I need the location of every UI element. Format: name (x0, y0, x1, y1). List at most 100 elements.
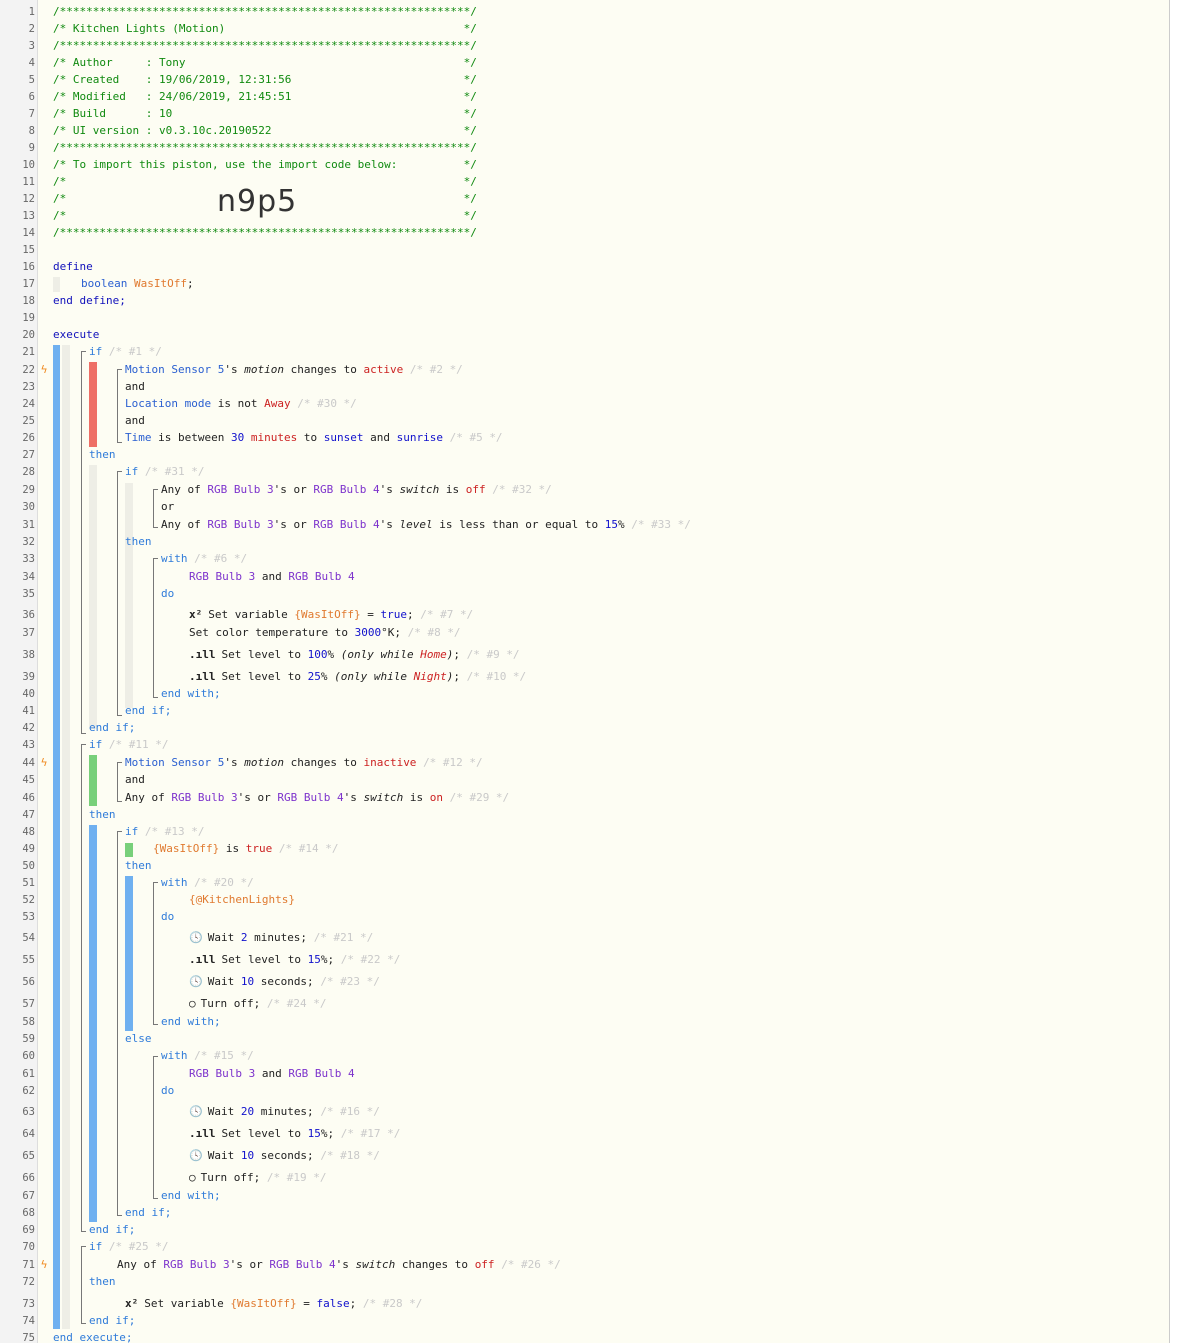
end-with-keyword[interactable]: end with; (161, 687, 221, 700)
device-list[interactable]: RGB Bulb 3 and RGB Bulb 4 (189, 1067, 355, 1080)
line-number: 74 (22, 1315, 35, 1327)
line-number: 44 (22, 757, 35, 769)
line-number: 38 (22, 649, 35, 661)
line-number: 14 (22, 227, 35, 239)
line-number: 61 (22, 1068, 35, 1080)
condition-motion-inactive[interactable]: Motion Sensor 5's motion changes to inac… (125, 756, 483, 769)
line-number: 72 (22, 1276, 35, 1288)
variable-declaration[interactable]: boolean WasItOff; (81, 277, 194, 290)
line-number: 57 (22, 998, 35, 1010)
end-if-keyword[interactable]: end if; (89, 1223, 136, 1236)
wait-task[interactable]: 🕓Wait 10 seconds; /* #23 */ (189, 975, 380, 988)
line-number: 35 (22, 588, 35, 600)
line-number: 28 (22, 466, 35, 478)
then-keyword[interactable]: then (89, 808, 116, 821)
end-if-keyword[interactable]: end if; (89, 721, 136, 734)
power-icon: ○ (189, 1171, 196, 1184)
line-number: 10 (22, 159, 35, 171)
wait-task[interactable]: 🕓Wait 2 minutes; /* #21 */ (189, 931, 374, 944)
wait-task[interactable]: 🕓Wait 10 seconds; /* #18 */ (189, 1149, 380, 1162)
line-number: 43 (22, 739, 35, 751)
condition-any-level[interactable]: Any of RGB Bulb 3's or RGB Bulb 4's leve… (161, 518, 691, 531)
line-number: 54 (22, 932, 35, 944)
clock-icon: 🕓 (189, 975, 203, 988)
with-statement-20[interactable]: with /* #20 */ (161, 876, 254, 889)
header-build: /* Build : 10 */ (53, 107, 477, 120)
condition-motion-active[interactable]: Motion Sensor 5's motion changes to acti… (125, 363, 463, 376)
end-if-keyword[interactable]: end if; (125, 704, 172, 717)
line-number: 23 (22, 381, 35, 393)
operator-and[interactable]: and (125, 414, 145, 427)
then-keyword[interactable]: then (125, 859, 152, 872)
condition-location-mode[interactable]: Location mode is not Away /* #30 */ (125, 397, 357, 410)
line-number: 55 (22, 954, 35, 966)
header-border: /***************************************… (53, 5, 477, 18)
do-keyword[interactable]: do (161, 910, 175, 923)
condition-time-between[interactable]: Time is between 30 minutes to sunset and… (125, 431, 503, 444)
line-number: 58 (22, 1016, 35, 1028)
then-keyword[interactable]: then (89, 448, 116, 461)
signal-icon: .ıll (189, 953, 216, 966)
set-color-temperature-task[interactable]: Set color temperature to 3000°K; /* #8 *… (189, 626, 461, 639)
line-number: 70 (22, 1241, 35, 1253)
if-statement-11[interactable]: if /* #11 */ (89, 738, 169, 751)
line-number: 25 (22, 415, 35, 427)
turn-off-task[interactable]: ○Turn off; /* #19 */ (189, 1171, 327, 1184)
line-number: 37 (22, 627, 35, 639)
define-keyword[interactable]: define (53, 260, 93, 273)
device-variable[interactable]: {@KitchenLights} (189, 893, 295, 906)
if-statement-31[interactable]: if /* #31 */ (125, 465, 205, 478)
else-keyword[interactable]: else (125, 1032, 152, 1045)
device-list[interactable]: RGB Bulb 3 and RGB Bulb 4 (189, 570, 355, 583)
line-number: 13 (22, 210, 35, 222)
line-number: 29 (22, 484, 35, 496)
then-keyword[interactable]: then (89, 1275, 116, 1288)
trigger-icon: ϟ (40, 363, 48, 376)
operator-and[interactable]: and (125, 773, 145, 786)
end-define-keyword[interactable]: end define; (53, 294, 126, 307)
condition-any-switch-off[interactable]: Any of RGB Bulb 3's or RGB Bulb 4's swit… (161, 483, 552, 496)
end-if-keyword[interactable]: end if; (89, 1314, 136, 1327)
line-number: 3 (28, 40, 35, 52)
line-number: 41 (22, 705, 35, 717)
execute-keyword[interactable]: execute (53, 328, 100, 341)
end-if-keyword[interactable]: end if; (125, 1206, 172, 1219)
line-number: 17 (22, 278, 35, 290)
line-number: 16 (22, 261, 35, 273)
if-statement-25[interactable]: if /* #25 */ (89, 1240, 169, 1253)
line-number: 31 (22, 519, 35, 531)
condition-any-switch-on[interactable]: Any of RGB Bulb 3's or RGB Bulb 4's swit… (125, 791, 510, 804)
end-with-keyword[interactable]: end with; (161, 1189, 221, 1202)
line-number: 27 (22, 449, 35, 461)
line-number: 1 (28, 6, 35, 18)
do-keyword[interactable]: do (161, 1084, 175, 1097)
line-number: 39 (22, 671, 35, 683)
end-execute-keyword[interactable]: end execute; (53, 1331, 133, 1343)
wait-task[interactable]: 🕓Wait 20 minutes; /* #16 */ (189, 1105, 380, 1118)
with-statement-6[interactable]: with /* #6 */ (161, 552, 248, 565)
if-statement-13[interactable]: if /* #13 */ (125, 825, 205, 838)
condition-any-switch-changes-off[interactable]: Any of RGB Bulb 3's or RGB Bulb 4's swit… (117, 1258, 561, 1271)
import-code: n9p5 (217, 184, 298, 219)
operator-or[interactable]: or (161, 500, 175, 513)
then-keyword[interactable]: then (125, 535, 152, 548)
do-keyword[interactable]: do (161, 587, 175, 600)
condition-was-it-off[interactable]: {WasItOff} is true /* #14 */ (153, 842, 339, 855)
line-number: 68 (22, 1207, 35, 1219)
line-number: 12 (22, 193, 35, 205)
turn-off-task[interactable]: ○Turn off; /* #24 */ (189, 997, 327, 1010)
if-statement-1[interactable]: if /* #1 */ (89, 345, 162, 358)
with-statement-15[interactable]: with /* #15 */ (161, 1049, 254, 1062)
line-number: 67 (22, 1190, 35, 1202)
operator-and[interactable]: and (125, 380, 145, 393)
end-with-keyword[interactable]: end with; (161, 1015, 221, 1028)
line-number: 34 (22, 571, 35, 583)
line-number: 33 (22, 553, 35, 565)
